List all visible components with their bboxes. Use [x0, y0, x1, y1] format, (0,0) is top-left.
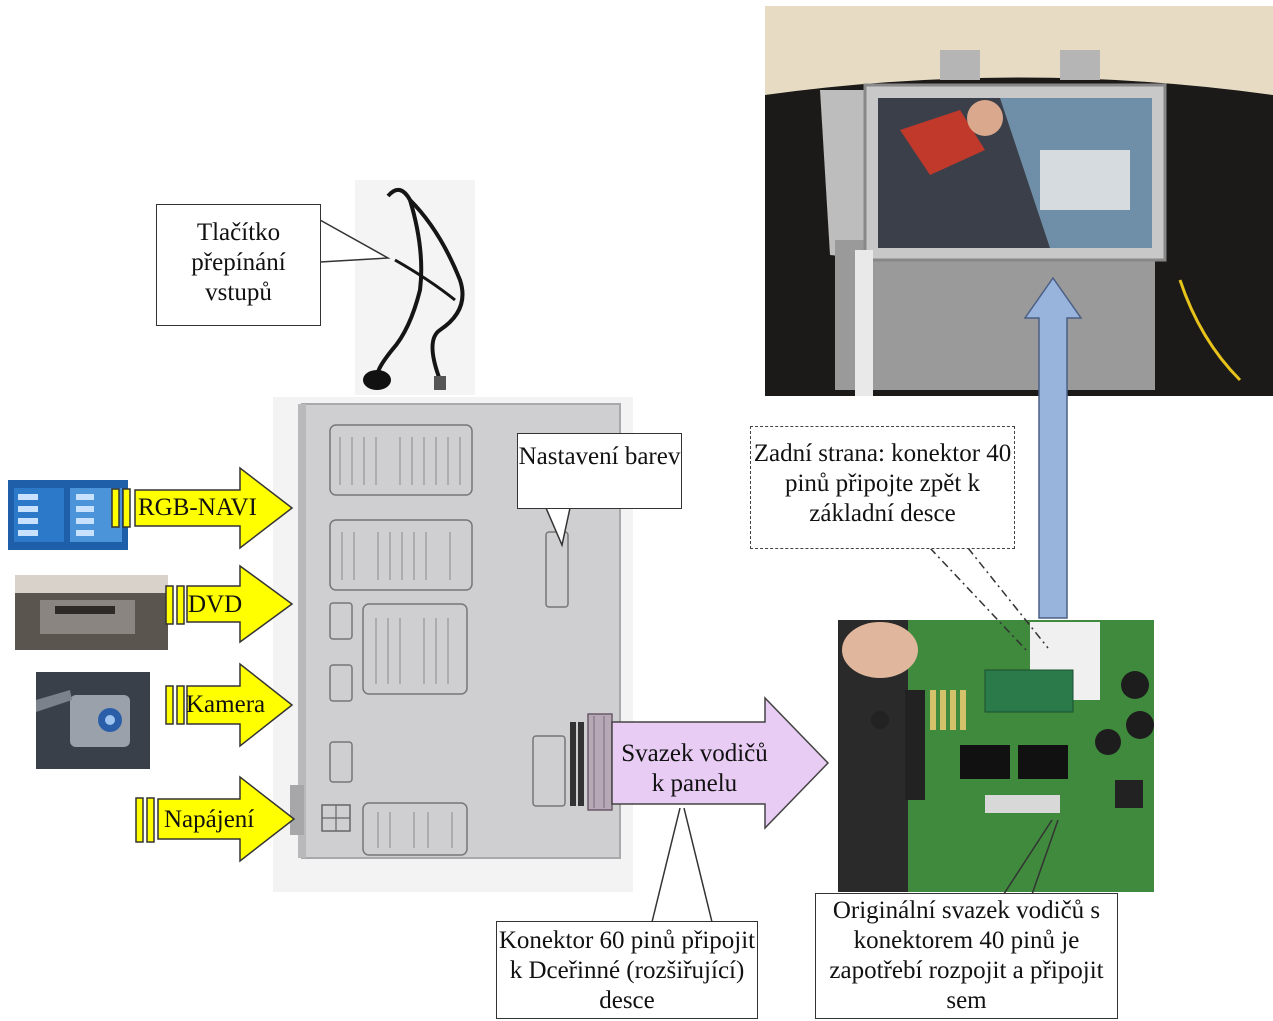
input-label-power: Napájení: [164, 806, 255, 833]
up-arrow: [1023, 276, 1083, 619]
dvd-player-thumbnail: [15, 575, 168, 650]
color-settings-callout: Nastavení barev: [517, 433, 682, 509]
connector-60-text: Konektor 60 pinů připojit k Dceřinné (ro…: [498, 927, 756, 1014]
color-settings-text: Nastavení barev: [518, 443, 681, 470]
original-harness-callout: Originální svazek vodičů s konektorem 40…: [815, 893, 1118, 1019]
original-harness-text: Originální svazek vodičů s konektorem 40…: [829, 897, 1104, 1014]
lvds-connector: [570, 713, 613, 811]
input-label-camera: Kamera: [186, 691, 266, 718]
navi-screen-thumbnail: [8, 480, 128, 550]
camera-thumbnail: [36, 672, 150, 769]
dashboard-photo: [765, 6, 1273, 396]
harness-arrow-label: Svazek vodičů k panelu: [621, 740, 768, 797]
back-side-text: Zadní strana: konektor 40 pinů připojte …: [753, 440, 1012, 527]
dashed-pointers: [929, 547, 1049, 653]
switch-button-callout: Tlačítko přepínání vstupů: [156, 204, 321, 326]
back-side-callout: Zadní strana: konektor 40 pinů připojte …: [750, 426, 1015, 549]
callout-pointers: [319, 219, 571, 548]
connector-60-callout: Konektor 60 pinů připojit k Dceřinné (ro…: [496, 921, 758, 1019]
switch-cable-photo: [355, 180, 475, 395]
input-label-rgb-navi: RGB-NAVI: [138, 494, 257, 521]
harness-arrow: [611, 696, 830, 830]
solid-pointers: [651, 807, 1059, 923]
input-connector-bars: [111, 488, 185, 843]
pcb-photo: [838, 620, 1154, 892]
switch-button-text: Tlačítko přepínání vstupů: [191, 219, 286, 306]
input-label-dvd: DVD: [188, 591, 243, 618]
input-arrows: [134, 466, 296, 863]
